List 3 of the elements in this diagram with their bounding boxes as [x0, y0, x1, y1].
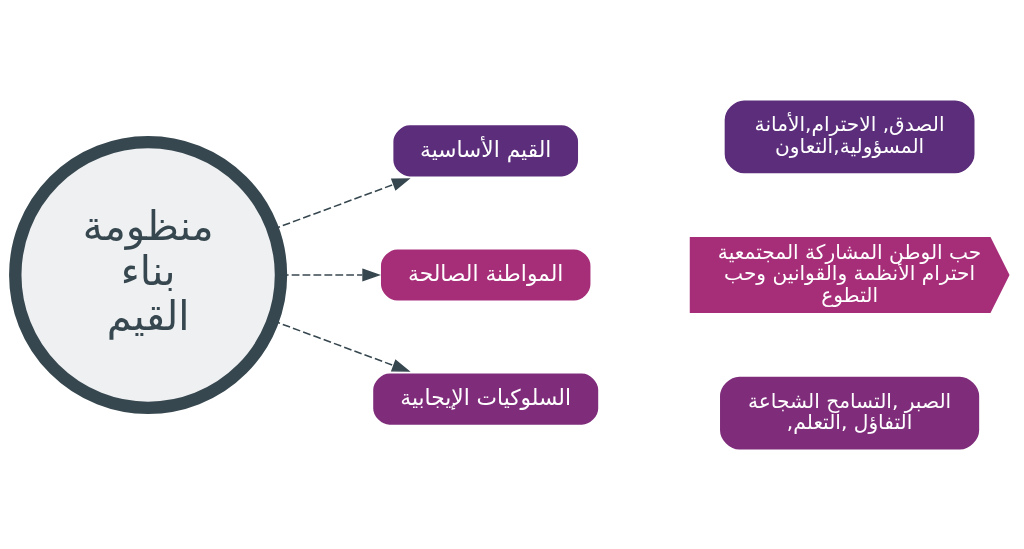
node-box: الصبر ,التسامح الشجاعة ,التفاؤل ,التعلم [720, 376, 980, 450]
node-circle: منظومة بناء القيم [9, 135, 288, 414]
node-box: الصدق, الاحترام,الأمانة المسؤولية,التعاون [724, 99, 975, 173]
